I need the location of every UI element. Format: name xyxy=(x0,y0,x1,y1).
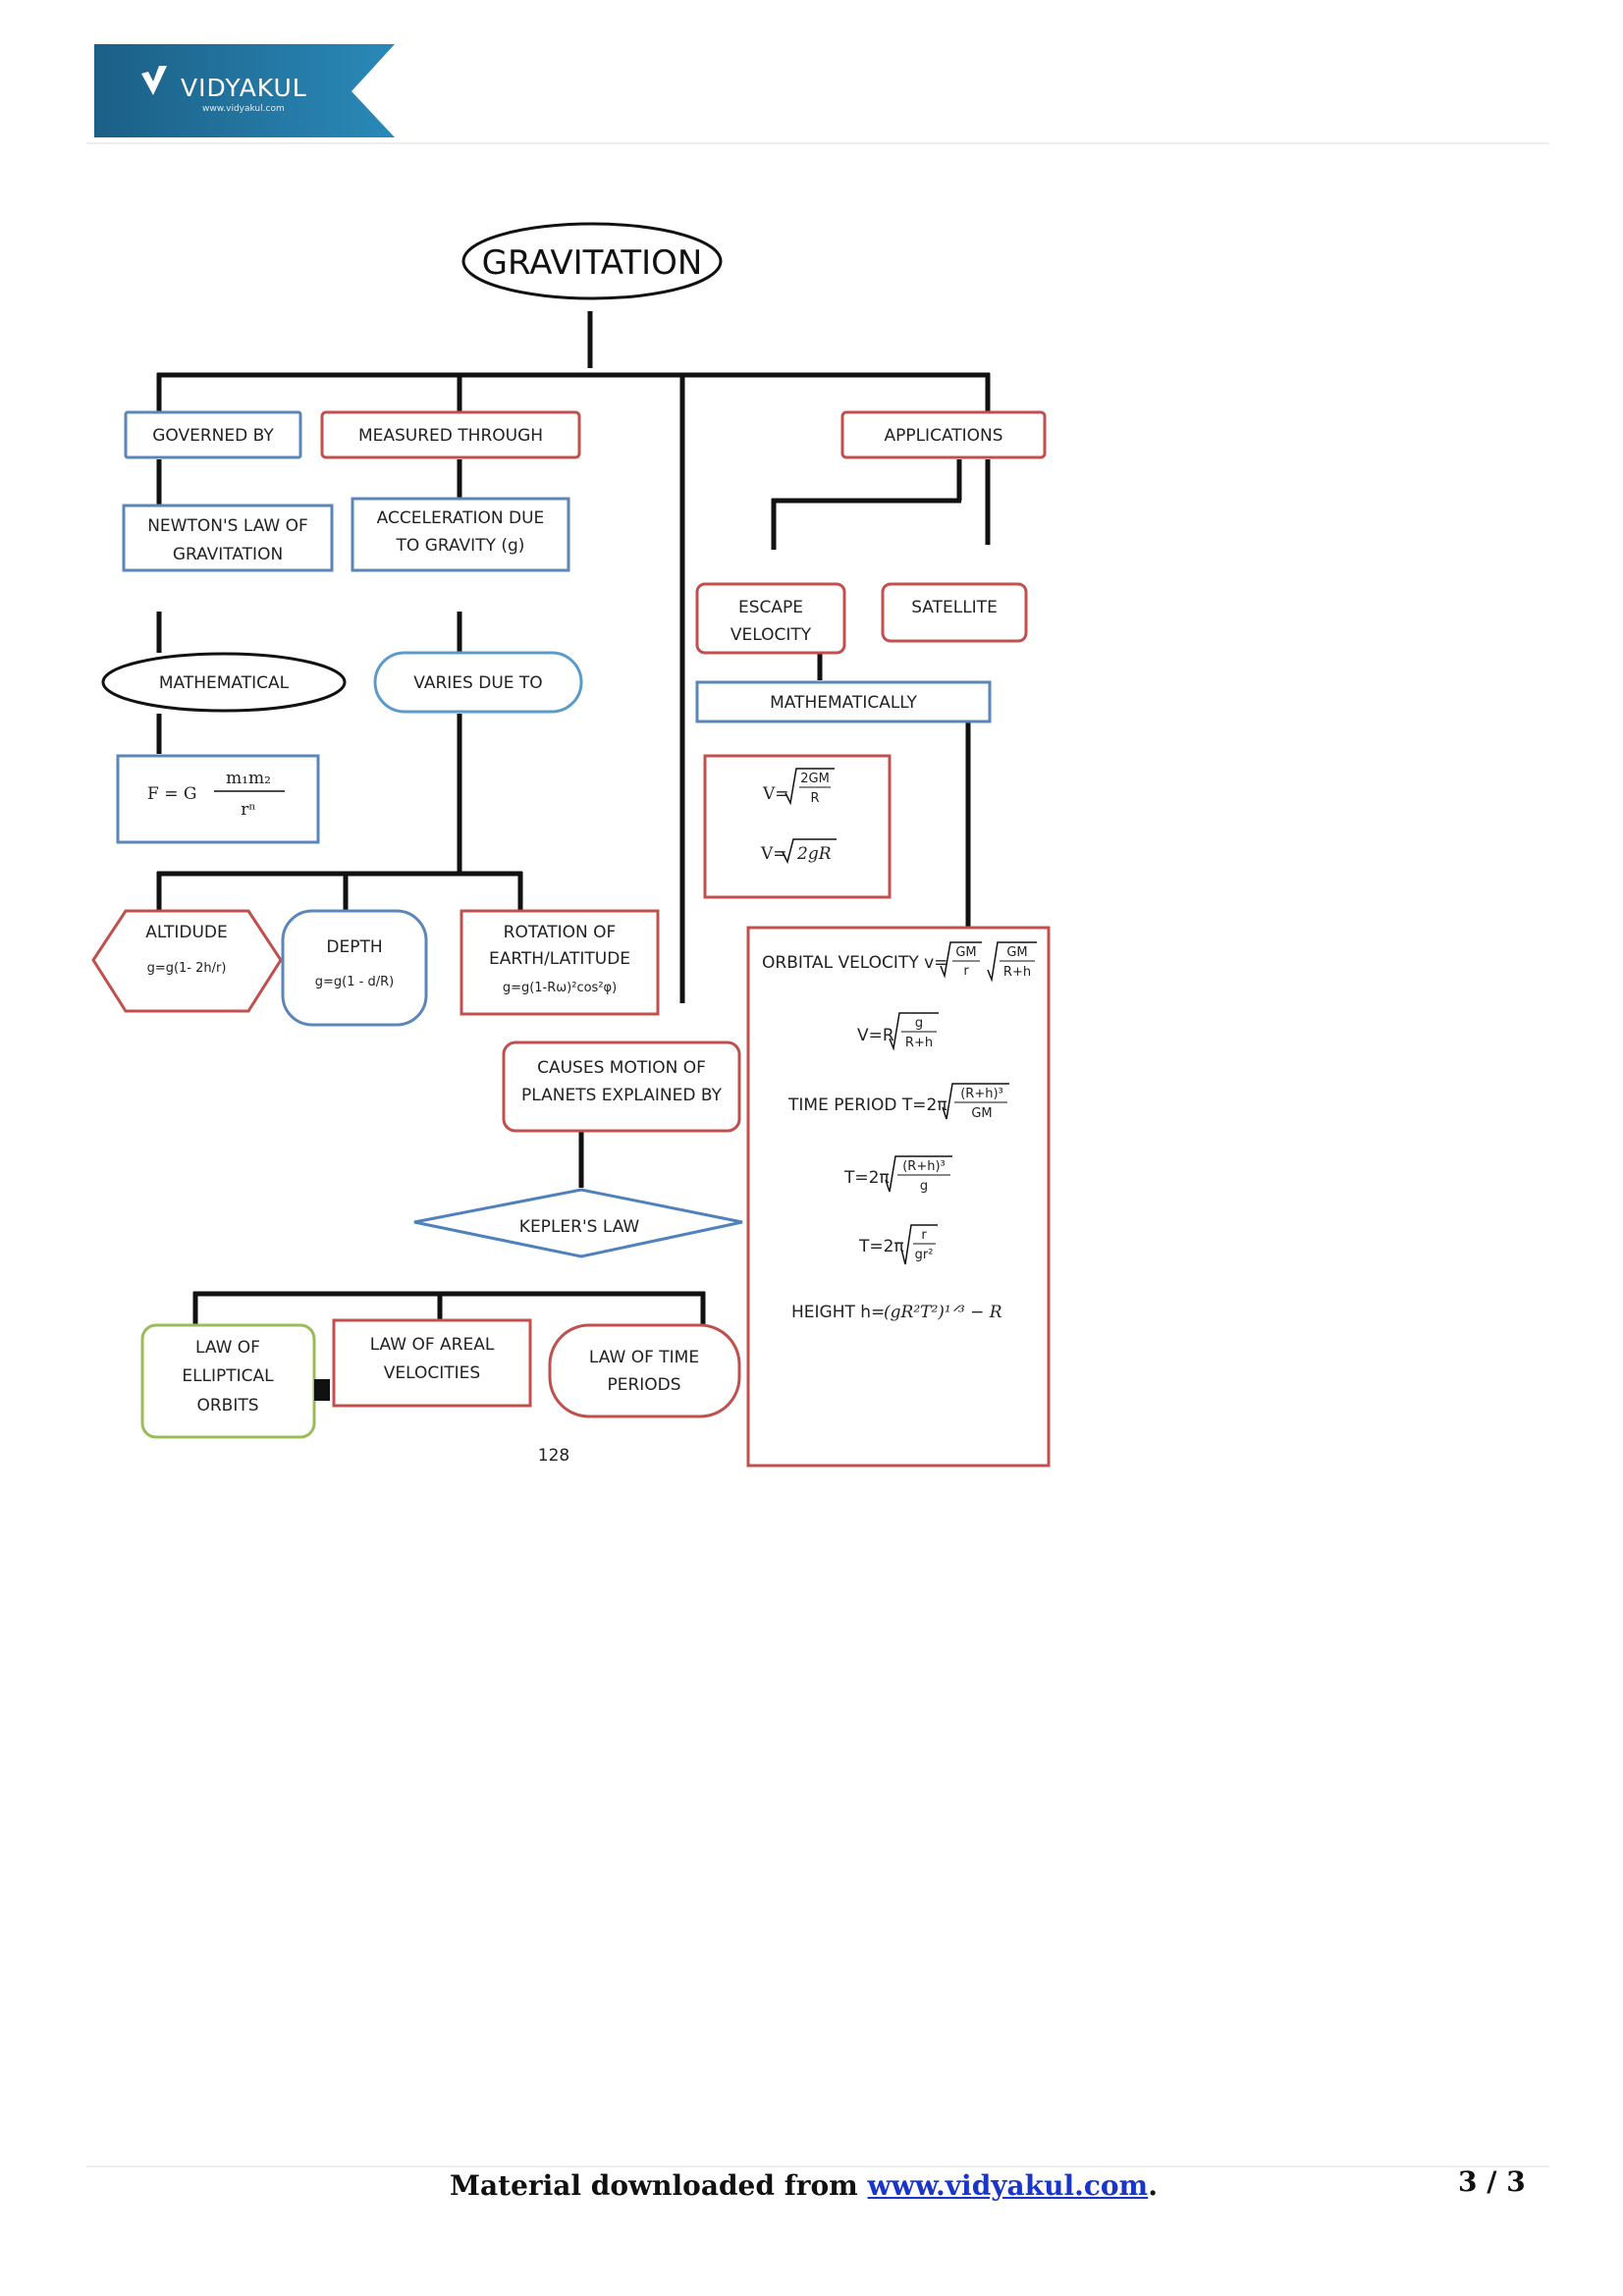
page-number: 3 / 3 xyxy=(1458,2165,1526,2198)
node-causes-motion: CAUSES MOTION OF PLANETS EXPLAINED BY xyxy=(502,1041,741,1133)
svg-text:(R+h)³: (R+h)³ xyxy=(902,1159,946,1174)
svg-text:SATELLITE: SATELLITE xyxy=(911,598,998,617)
svg-text:T=2π: T=2π xyxy=(843,1168,890,1188)
svg-text:GM: GM xyxy=(971,1106,992,1121)
footer-text: Material downloaded from www.vidyakul.co… xyxy=(450,2169,1158,2202)
svg-text:VELOCITIES: VELOCITIES xyxy=(384,1363,480,1383)
node-governed-by: GOVERNED BY xyxy=(124,410,302,459)
svg-text:DEPTH: DEPTH xyxy=(326,937,382,957)
node-keplers-law: KEPLER'S LAW xyxy=(413,1188,743,1258)
svg-text:R+h: R+h xyxy=(905,1036,933,1050)
svg-text:(R+h)³: (R+h)³ xyxy=(960,1087,1003,1101)
node-law-time-periods: LAW OF TIME PERIODS xyxy=(548,1323,741,1418)
node-law-elliptical-orbits: LAW OF ELLIPTICAL ORBITS xyxy=(140,1323,316,1439)
diagram-page-number: 128 xyxy=(538,1446,569,1466)
svg-text:g=g(1 - d/R): g=g(1 - d/R) xyxy=(315,975,394,989)
svg-text:GM: GM xyxy=(1006,945,1027,960)
node-satellite-formulas: ORBITAL VELOCITY v= GM r GM R+h V=R g R+… xyxy=(746,926,1051,1468)
node-escape-velocity: ESCAPE VELOCITY xyxy=(695,582,846,655)
brand-url: www.vidyakul.com xyxy=(202,104,285,114)
svg-text:GRAVITATION: GRAVITATION xyxy=(173,545,283,564)
root-label: GRAVITATION xyxy=(482,243,703,283)
svg-text:r: r xyxy=(963,964,969,979)
svg-text:TIME PERIOD T=2π: TIME PERIOD T=2π xyxy=(787,1095,947,1115)
svg-text:ORBITS: ORBITS xyxy=(196,1396,258,1415)
svg-text:EARTH/LATITUDE: EARTH/LATITUDE xyxy=(489,949,630,969)
footer-suffix: . xyxy=(1148,2169,1158,2202)
node-depth: DEPTH g=g(1 - d/R) xyxy=(281,909,428,1027)
svg-text:MATHEMATICALLY: MATHEMATICALLY xyxy=(770,693,917,713)
svg-text:HEIGHT h=: HEIGHT h= xyxy=(791,1303,885,1322)
node-newton-formula: F = G m₁m₂ rⁿ xyxy=(116,754,320,844)
footer-prefix: Material downloaded from xyxy=(450,2169,868,2202)
svg-text:g=g(1-Rω)²cos²φ): g=g(1-Rω)²cos²φ) xyxy=(503,981,617,995)
governed-by-label: GOVERNED BY xyxy=(152,426,274,446)
brand-name: VIDYAKUL xyxy=(181,74,307,102)
svg-text:PERIODS: PERIODS xyxy=(607,1375,680,1395)
svg-text:g: g xyxy=(920,1179,928,1194)
svg-text:V=R: V=R xyxy=(857,1026,894,1045)
svg-text:r: r xyxy=(921,1228,927,1243)
svg-text:m₁m₂: m₁m₂ xyxy=(226,769,271,788)
svg-text:T=2π: T=2π xyxy=(858,1237,904,1256)
svg-text:g: g xyxy=(915,1016,923,1031)
svg-text:gr²: gr² xyxy=(915,1248,934,1262)
svg-text:ELLIPTICAL: ELLIPTICAL xyxy=(182,1366,274,1386)
svg-text:g=g(1- 2h/r): g=g(1- 2h/r) xyxy=(147,961,227,976)
node-law-areal-velocities: LAW OF AREAL VELOCITIES xyxy=(332,1318,532,1408)
measured-through-label: MEASURED THROUGH xyxy=(358,426,543,446)
svg-text:KEPLER'S LAW: KEPLER'S LAW xyxy=(519,1217,640,1237)
svg-text:CAUSES MOTION OF: CAUSES MOTION OF xyxy=(537,1058,706,1078)
svg-text:LAW OF TIME: LAW OF TIME xyxy=(589,1348,699,1367)
svg-text:ROTATION OF: ROTATION OF xyxy=(504,923,617,942)
svg-text:LAW OF AREAL: LAW OF AREAL xyxy=(370,1335,495,1355)
svg-text:VELOCITY: VELOCITY xyxy=(730,625,812,645)
svg-text:F = G: F = G xyxy=(147,784,196,804)
svg-text:ALTIDUDE: ALTIDUDE xyxy=(145,923,228,942)
svg-text:V=: V= xyxy=(760,844,787,864)
svg-text:(gR²T²)¹ᐟ³ − R: (gR²T²)¹ᐟ³ − R xyxy=(884,1303,1002,1322)
node-mathematical: MATHEMATICAL xyxy=(101,652,347,713)
footer-link[interactable]: www.vidyakul.com xyxy=(867,2169,1149,2202)
svg-text:2gR: 2gR xyxy=(796,844,832,864)
header-divider xyxy=(86,142,1549,144)
footer-divider xyxy=(86,2165,1549,2167)
svg-text:2GM: 2GM xyxy=(800,772,830,786)
node-rotation: ROTATION OF EARTH/LATITUDE g=g(1-Rω)²cos… xyxy=(460,909,660,1016)
root-node-gravitation: GRAVITATION xyxy=(461,222,723,300)
svg-text:R+h: R+h xyxy=(1003,965,1031,980)
node-applications: APPLICATIONS xyxy=(840,410,1047,459)
svg-text:GM: GM xyxy=(955,945,976,960)
node-measured-through: MEASURED THROUGH xyxy=(320,410,581,459)
svg-text:MATHEMATICAL: MATHEMATICAL xyxy=(159,673,290,693)
svg-text:PLANETS EXPLAINED BY: PLANETS EXPLAINED BY xyxy=(521,1086,723,1105)
small-marker xyxy=(314,1379,330,1401)
node-satellite: SATELLITE xyxy=(881,582,1028,643)
node-varies-due-to: VARIES DUE TO xyxy=(373,651,583,714)
node-newtons-law: NEWTON'S LAW OF GRAVITATION xyxy=(122,504,334,572)
svg-text:TO GRAVITY (g): TO GRAVITY (g) xyxy=(396,536,525,556)
svg-text:R: R xyxy=(810,791,819,806)
svg-text:ESCAPE: ESCAPE xyxy=(738,598,803,617)
svg-text:NEWTON'S LAW OF: NEWTON'S LAW OF xyxy=(147,516,308,536)
node-mathematically: MATHEMATICALLY xyxy=(695,680,992,723)
vidyakul-mark-icon xyxy=(141,66,167,95)
svg-text:V=: V= xyxy=(762,784,789,804)
node-acceleration-due-to-gravity: ACCELERATION DUE TO GRAVITY (g) xyxy=(351,497,570,572)
svg-text:LAW OF: LAW OF xyxy=(195,1338,260,1358)
node-altitude: ALTIDUDE g=g(1- 2h/r) xyxy=(91,909,283,1013)
connector-lines xyxy=(156,311,991,1325)
svg-text:VARIES DUE TO: VARIES DUE TO xyxy=(413,673,542,693)
vidyakul-logo: VIDYAKUL www.vidyakul.com xyxy=(94,44,395,137)
svg-text:ORBITAL VELOCITY v=: ORBITAL VELOCITY v= xyxy=(762,953,947,973)
applications-label: APPLICATIONS xyxy=(884,426,1002,446)
svg-text:rⁿ: rⁿ xyxy=(241,800,255,820)
node-escape-formulas: V= 2GM R V= 2gR xyxy=(703,754,892,899)
svg-text:ACCELERATION DUE: ACCELERATION DUE xyxy=(377,508,545,528)
